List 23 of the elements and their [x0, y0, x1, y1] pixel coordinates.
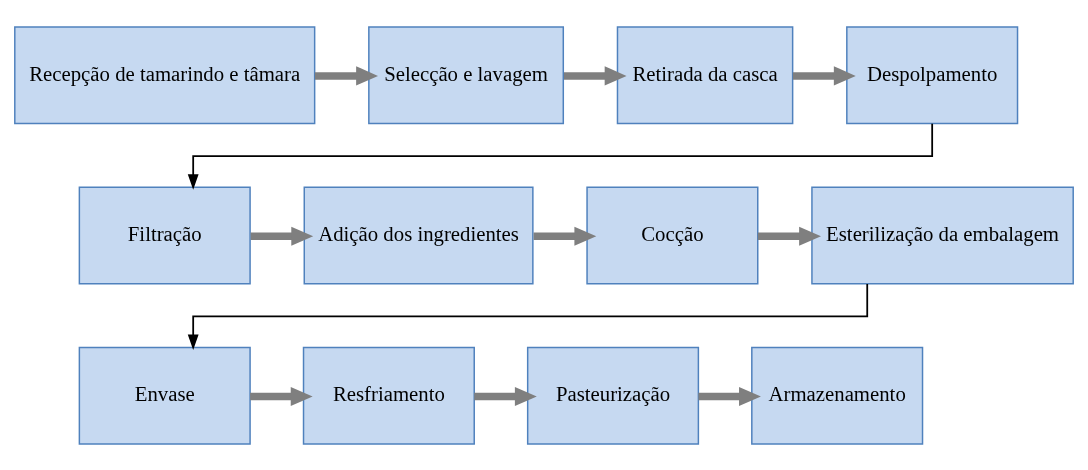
arrow — [314, 65, 378, 85]
arrow — [563, 65, 627, 85]
arrow — [792, 65, 856, 85]
arrow — [698, 386, 761, 406]
node-box: Armazenamento — [751, 346, 924, 445]
node-box: Resfriamento — [302, 346, 475, 445]
node-box: Pasteurização — [526, 346, 700, 445]
arrow — [187, 122, 934, 190]
node-box: Adição dos ingredientes — [303, 186, 534, 284]
arrow — [757, 226, 821, 246]
node-box: Cocção — [586, 186, 759, 284]
arrow — [250, 386, 313, 406]
node-box: Filtração — [78, 186, 251, 284]
node-box: Recepção de tamarindo e tâmara — [14, 25, 316, 124]
node-box: Esterilização da embalagem — [811, 186, 1074, 284]
arrow — [250, 226, 314, 246]
node-box: Despolpamento — [846, 25, 1019, 124]
node-box: Retirada da casca — [616, 25, 794, 124]
node-box: Selecção e lavagem — [368, 25, 565, 124]
arrow — [474, 386, 537, 406]
arrow — [533, 226, 597, 246]
arrow — [187, 282, 869, 350]
node-box: Envase — [78, 346, 251, 445]
